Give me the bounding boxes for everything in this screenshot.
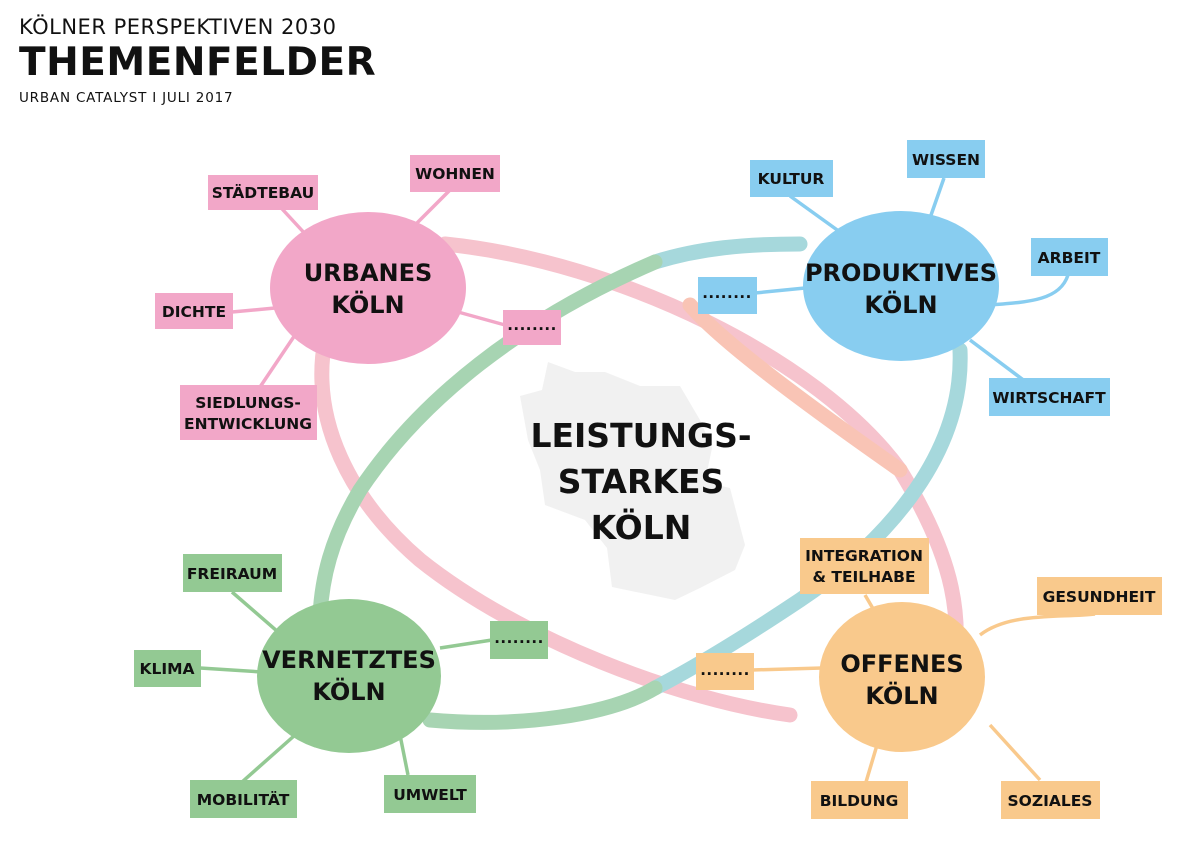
label-dots-produktives: ........ (698, 277, 757, 314)
ring-pink (314, 236, 964, 723)
center-line3: KÖLN (591, 507, 692, 547)
center-line2: STARKES (558, 462, 725, 501)
ring-green (422, 680, 663, 730)
svg-text:KULTUR: KULTUR (758, 170, 825, 188)
svg-text:........: ........ (494, 629, 544, 647)
connectors-produktives (754, 177, 1070, 387)
svg-text:GESUNDHEIT: GESUNDHEIT (1043, 588, 1156, 606)
svg-text:MOBILITÄT: MOBILITÄT (197, 790, 290, 809)
label-wirtschaft: WIRTSCHAFT (989, 378, 1110, 416)
connectors-vernetztes (199, 590, 493, 784)
hub-urbanes: URBANES KÖLN (270, 212, 466, 364)
svg-text:& TEILHABE: & TEILHABE (812, 568, 915, 586)
svg-text:BILDUNG: BILDUNG (820, 792, 899, 810)
hub-urbanes-line2: KÖLN (331, 289, 404, 319)
svg-text:........: ........ (702, 284, 752, 302)
svg-text:WIRTSCHAFT: WIRTSCHAFT (992, 389, 1106, 407)
label-mobilitaet: MOBILITÄT (190, 780, 297, 818)
svg-text:ARBEIT: ARBEIT (1038, 249, 1101, 267)
svg-text:SOZIALES: SOZIALES (1008, 792, 1093, 810)
hub-urbanes-line1: URBANES (304, 259, 433, 287)
hub-produktives-line1: PRODUKTIVES (805, 259, 997, 287)
hub-vernetztes-line1: VERNETZTES (262, 646, 436, 674)
hub-produktives: PRODUKTIVES KÖLN (803, 211, 999, 361)
svg-text:STÄDTEBAU: STÄDTEBAU (212, 183, 314, 202)
label-dots-vernetztes: ........ (490, 621, 548, 659)
label-wissen: WISSEN (907, 140, 985, 178)
label-dots-offenes: ........ (696, 653, 754, 690)
svg-text:DICHTE: DICHTE (162, 303, 226, 321)
svg-text:WOHNEN: WOHNEN (415, 165, 495, 183)
svg-text:FREIRAUM: FREIRAUM (187, 565, 277, 583)
label-klima: KLIMA (134, 650, 201, 687)
hub-offenes-line2: KÖLN (865, 680, 938, 710)
label-kultur: KULTUR (750, 160, 833, 197)
label-dichte: DICHTE (155, 293, 233, 329)
svg-text:UMWELT: UMWELT (393, 786, 467, 804)
label-freiraum: FREIRAUM (183, 554, 282, 592)
svg-text:........: ........ (507, 316, 557, 334)
svg-text:SIEDLUNGS-: SIEDLUNGS- (195, 394, 301, 412)
hub-offenes-line1: OFFENES (840, 650, 963, 678)
label-bildung: BILDUNG (811, 781, 908, 819)
label-dots-urbanes: ........ (503, 310, 561, 345)
hub-vernetztes: VERNETZTES KÖLN (257, 599, 441, 753)
label-arbeit: ARBEIT (1031, 238, 1108, 276)
city-shape (520, 362, 745, 600)
label-umwelt: UMWELT (384, 775, 476, 813)
hub-vernetztes-line2: KÖLN (312, 676, 385, 706)
svg-text:KLIMA: KLIMA (139, 660, 194, 678)
title: THEMENFELDER (19, 40, 377, 85)
center-label: LEISTUNGS- STARKES KÖLN (530, 416, 751, 547)
label-integration: INTEGRATION & TEILHABE (800, 538, 929, 594)
hub-offenes: OFFENES KÖLN (819, 602, 985, 752)
svg-text:WISSEN: WISSEN (912, 151, 980, 169)
center-line1: LEISTUNGS- (530, 416, 751, 455)
label-staedtebau: STÄDTEBAU (208, 175, 318, 210)
header: KÖLNER PERSPEKTIVEN 2030 THEMENFELDER UR… (19, 12, 376, 109)
svg-text:........: ........ (700, 661, 750, 679)
label-soziales: SOZIALES (1001, 781, 1100, 819)
label-wohnen: WOHNEN (410, 155, 500, 192)
label-siedlungsentwicklung: SIEDLUNGS- ENTWICKLUNG (180, 385, 317, 440)
svg-text:ENTWICKLUNG: ENTWICKLUNG (184, 415, 312, 433)
subtitle: URBAN CATALYST I JULI 2017 (19, 90, 234, 106)
label-gesundheit: GESUNDHEIT (1037, 577, 1162, 615)
supertitle: KÖLNER PERSPEKTIVEN 2030 (19, 15, 337, 39)
svg-text:INTEGRATION: INTEGRATION (805, 547, 923, 565)
hub-produktives-line2: KÖLN (864, 289, 937, 319)
